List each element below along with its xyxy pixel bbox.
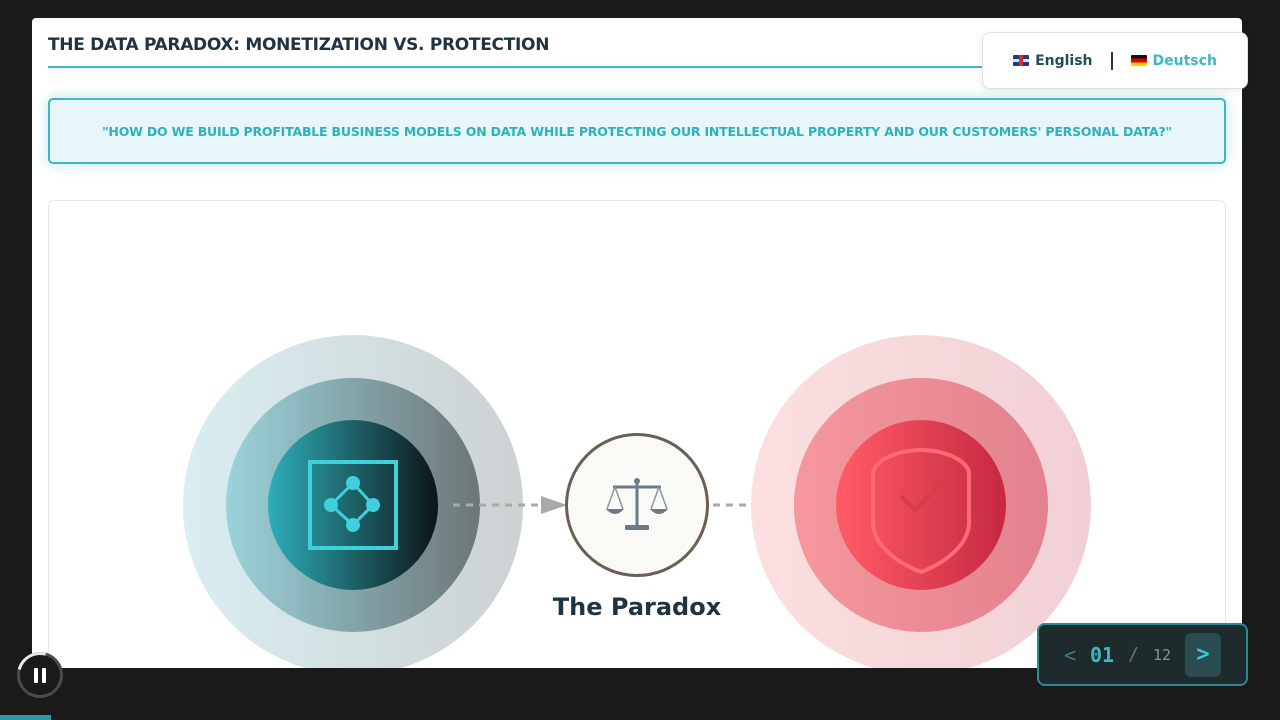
slide: THE DATA PARADOX: MONETIZATION VS. PROTE… <box>32 18 1242 668</box>
language-separator <box>1110 51 1113 70</box>
language-german-button[interactable]: Deutsch <box>1130 52 1217 69</box>
question-text: "HOW DO WE BUILD PROFITABLE BUSINESS MOD… <box>102 123 1172 139</box>
language-english-button[interactable]: English <box>1013 52 1093 69</box>
next-slide-button[interactable]: > <box>1185 632 1222 677</box>
next-slide-label: > <box>1196 642 1210 667</box>
language-switcher: English Deutsch <box>982 32 1248 89</box>
progress-fill <box>0 715 52 720</box>
question-box: "HOW DO WE BUILD PROFITABLE BUSINESS MOD… <box>48 98 1226 164</box>
monetization-inner-circle <box>268 420 438 590</box>
paradox-circle <box>565 433 709 577</box>
total-slide-count: 12 <box>1152 645 1172 664</box>
data-network-icon <box>308 460 398 550</box>
balance-scale-icon <box>606 478 668 530</box>
language-english-label: English <box>1035 52 1093 69</box>
uk-flag-icon <box>1013 55 1030 66</box>
pause-icon <box>34 667 38 683</box>
paradox-label: The Paradox <box>552 593 722 621</box>
current-slide-number: 01 <box>1090 642 1115 667</box>
slide-title: THE DATA PARADOX: MONETIZATION VS. PROTE… <box>48 34 1108 68</box>
progress-track <box>0 715 1280 720</box>
diagram-panel: The Paradox <box>48 200 1226 668</box>
pause-button[interactable] <box>17 652 63 698</box>
arrow-to-paradox-icon <box>453 496 567 514</box>
language-german-label: Deutsch <box>1152 52 1217 69</box>
previous-slide-button[interactable]: < <box>1063 642 1077 667</box>
slide-pager: < 01 / 12 > <box>1037 623 1248 686</box>
shield-check-icon <box>871 447 971 575</box>
pager-separator: / <box>1128 644 1139 665</box>
german-flag-icon <box>1130 55 1147 66</box>
